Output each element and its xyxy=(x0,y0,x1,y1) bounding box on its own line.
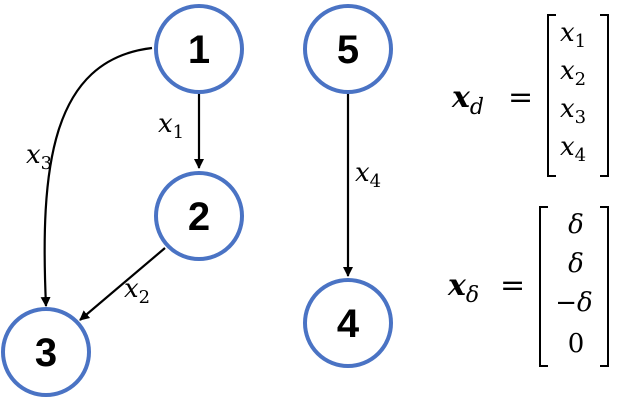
xd-lhs: xd xyxy=(451,80,484,120)
xd-left-bracket xyxy=(547,14,556,177)
node-2-label: 2 xyxy=(188,195,210,239)
node-1-label: 1 xyxy=(188,28,210,72)
edge-1-3-label: x3 xyxy=(26,140,52,174)
edge-2-3: x2 xyxy=(79,247,166,321)
xd-entry-1: x1 xyxy=(560,18,586,52)
edge-2-3-line xyxy=(79,247,166,321)
xdelta-entry-1: δ xyxy=(568,210,584,240)
node-3-label: 3 xyxy=(35,331,57,375)
equation-xd: xd = x1 x2 x3 x4 xyxy=(451,14,609,177)
node-4: 4 xyxy=(303,278,393,368)
xd-entry-3: x3 xyxy=(560,94,586,128)
edge-5-4: x4 xyxy=(343,92,381,277)
xdelta-entry-3: −δ xyxy=(555,288,592,318)
edge-1-2: x1 xyxy=(158,92,204,169)
node-2: 2 xyxy=(154,171,244,261)
node-3: 3 xyxy=(1,307,91,397)
xdelta-entry-4: 0 xyxy=(568,329,585,359)
xdelta-equals: = xyxy=(500,268,525,303)
edge-2-3-label: x2 xyxy=(124,274,150,308)
xd-entry-4: x4 xyxy=(560,132,586,166)
xdelta-left-bracket xyxy=(539,206,548,367)
xd-equals: = xyxy=(508,80,533,115)
xd-entry-2: x2 xyxy=(560,56,586,90)
xdelta-right-bracket xyxy=(600,206,609,367)
equation-xdelta: xδ = δ δ −δ 0 xyxy=(447,206,609,367)
node-5: 5 xyxy=(303,4,393,94)
edge-1-2-label: x1 xyxy=(158,109,184,143)
xdelta-lhs: xδ xyxy=(447,268,479,308)
edge-5-4-label: x4 xyxy=(355,158,381,192)
edge-1-3: x3 xyxy=(26,46,153,307)
xd-right-bracket xyxy=(600,14,609,177)
node-4-label: 4 xyxy=(337,302,360,346)
edge-1-3-path xyxy=(40,46,153,307)
node-5-label: 5 xyxy=(337,28,359,72)
node-1: 1 xyxy=(154,4,244,94)
xdelta-entry-2: δ xyxy=(568,249,584,279)
